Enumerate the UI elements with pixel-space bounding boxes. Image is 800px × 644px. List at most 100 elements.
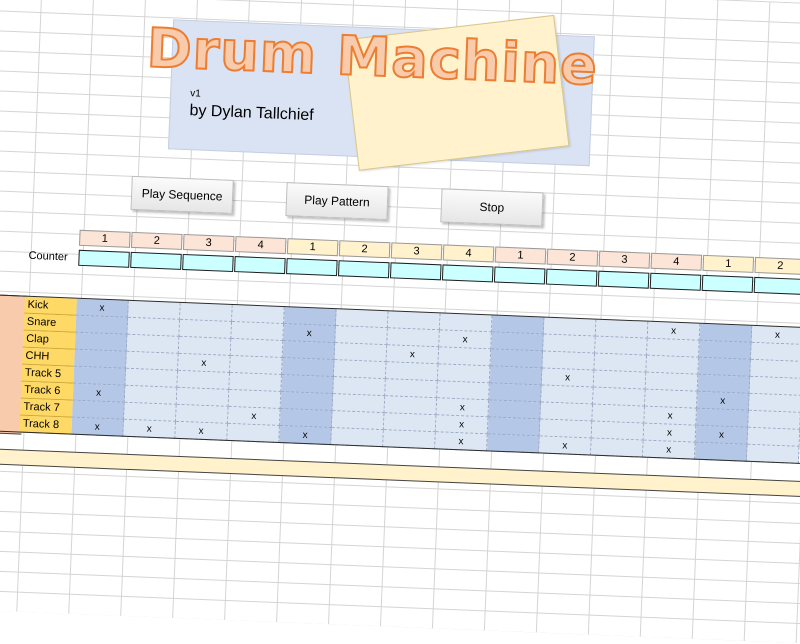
step-cell[interactable] bbox=[124, 385, 178, 405]
step-cell[interactable] bbox=[646, 355, 700, 375]
step-cell[interactable] bbox=[543, 317, 597, 337]
counter-cell[interactable] bbox=[182, 253, 234, 272]
counter-cell[interactable] bbox=[234, 256, 286, 275]
counter-cell[interactable] bbox=[753, 276, 800, 295]
step-cell[interactable] bbox=[74, 349, 127, 369]
step-cell[interactable] bbox=[489, 383, 542, 403]
step-cell[interactable] bbox=[279, 409, 333, 429]
step-cell[interactable] bbox=[230, 355, 283, 376]
step-cell[interactable]: x bbox=[695, 425, 749, 445]
stop-button[interactable]: Stop bbox=[440, 188, 544, 227]
step-cell[interactable] bbox=[592, 404, 646, 424]
step-cell[interactable] bbox=[126, 334, 180, 354]
step-cell[interactable] bbox=[333, 360, 387, 380]
step-cell[interactable]: x bbox=[76, 298, 129, 318]
counter-cell[interactable] bbox=[441, 264, 494, 283]
step-cell[interactable] bbox=[228, 389, 282, 410]
step-cell[interactable] bbox=[333, 377, 386, 397]
step-cell[interactable] bbox=[590, 438, 644, 458]
step-cell[interactable] bbox=[384, 396, 438, 416]
step-cell[interactable]: x bbox=[647, 321, 701, 341]
step-cell[interactable] bbox=[490, 349, 544, 369]
step-cell[interactable] bbox=[439, 313, 493, 333]
step-cell[interactable] bbox=[488, 400, 542, 420]
step-cell[interactable]: x bbox=[123, 419, 177, 439]
step-cell[interactable] bbox=[438, 347, 492, 367]
counter-cell[interactable] bbox=[286, 258, 338, 277]
counter-cell[interactable] bbox=[337, 260, 390, 279]
step-cell[interactable] bbox=[437, 364, 491, 384]
step-cell[interactable]: x bbox=[227, 406, 281, 427]
step-cell[interactable] bbox=[383, 413, 437, 433]
step-cell[interactable] bbox=[750, 342, 800, 362]
step-cell[interactable] bbox=[331, 428, 384, 448]
step-cell[interactable] bbox=[593, 370, 647, 390]
counter-cell[interactable] bbox=[389, 262, 442, 281]
counter-cell[interactable] bbox=[701, 274, 754, 293]
step-cell[interactable] bbox=[491, 332, 544, 352]
play-pattern-button[interactable]: Play Pattern bbox=[285, 182, 389, 221]
step-cell[interactable] bbox=[282, 341, 336, 361]
step-cell[interactable]: x bbox=[539, 436, 592, 456]
step-cell[interactable]: x bbox=[436, 398, 490, 418]
step-cell[interactable] bbox=[331, 411, 385, 431]
step-cell[interactable] bbox=[385, 362, 439, 382]
step-cell[interactable] bbox=[284, 307, 337, 327]
counter-cell[interactable] bbox=[597, 270, 650, 289]
step-cell[interactable]: x bbox=[643, 423, 697, 443]
step-cell[interactable] bbox=[72, 400, 125, 420]
step-cell[interactable] bbox=[230, 338, 284, 359]
step-cell[interactable] bbox=[591, 421, 645, 441]
step-cell[interactable] bbox=[75, 315, 129, 335]
step-cell[interactable]: x bbox=[751, 325, 800, 345]
step-cell[interactable] bbox=[489, 366, 543, 386]
step-cell[interactable] bbox=[125, 368, 179, 388]
step-cell[interactable] bbox=[647, 338, 700, 358]
counter-cell[interactable] bbox=[130, 251, 182, 270]
step-cell[interactable] bbox=[177, 370, 231, 390]
step-cell[interactable] bbox=[487, 417, 541, 437]
step-cell[interactable] bbox=[387, 328, 440, 348]
step-cell[interactable]: x bbox=[541, 368, 595, 388]
step-cell[interactable] bbox=[74, 332, 128, 352]
step-cell[interactable] bbox=[387, 311, 441, 331]
step-cell[interactable] bbox=[539, 419, 593, 439]
counter-cell[interactable] bbox=[78, 249, 130, 268]
step-cell[interactable] bbox=[385, 379, 438, 399]
step-cell[interactable]: x bbox=[696, 391, 750, 411]
step-cell[interactable] bbox=[128, 300, 181, 320]
step-cell[interactable] bbox=[231, 321, 285, 342]
step-cell[interactable]: x bbox=[279, 426, 332, 446]
step-cell[interactable] bbox=[335, 326, 388, 346]
step-cell[interactable] bbox=[541, 385, 594, 405]
step-cell[interactable] bbox=[383, 430, 436, 450]
step-cell[interactable] bbox=[127, 317, 181, 337]
step-cell[interactable] bbox=[124, 402, 177, 422]
step-cell[interactable] bbox=[232, 305, 285, 325]
step-cell[interactable] bbox=[694, 442, 748, 462]
step-cell[interactable] bbox=[750, 359, 800, 379]
step-cell[interactable]: x bbox=[178, 353, 231, 373]
step-cell[interactable]: x bbox=[642, 440, 696, 460]
step-cell[interactable] bbox=[747, 427, 800, 447]
step-cell[interactable] bbox=[176, 404, 229, 424]
step-cell[interactable] bbox=[594, 353, 648, 373]
counter-cell[interactable] bbox=[545, 268, 598, 287]
step-cell[interactable] bbox=[332, 394, 386, 414]
step-cell[interactable]: x bbox=[283, 324, 336, 344]
step-cell[interactable] bbox=[699, 323, 753, 343]
step-cell[interactable] bbox=[696, 408, 749, 428]
step-cell[interactable]: x bbox=[71, 417, 125, 437]
step-cell[interactable]: x bbox=[435, 432, 488, 452]
step-cell[interactable]: x bbox=[175, 421, 228, 441]
step-cell[interactable] bbox=[595, 319, 649, 339]
step-cell[interactable] bbox=[746, 444, 800, 464]
step-cell[interactable] bbox=[335, 309, 389, 329]
step-cell[interactable]: x bbox=[386, 345, 440, 365]
step-cell[interactable] bbox=[540, 402, 594, 422]
step-cell[interactable] bbox=[645, 389, 698, 409]
step-cell[interactable] bbox=[281, 358, 335, 378]
step-cell[interactable] bbox=[749, 376, 800, 396]
step-cell[interactable] bbox=[595, 336, 648, 356]
step-cell[interactable]: x bbox=[644, 406, 697, 426]
